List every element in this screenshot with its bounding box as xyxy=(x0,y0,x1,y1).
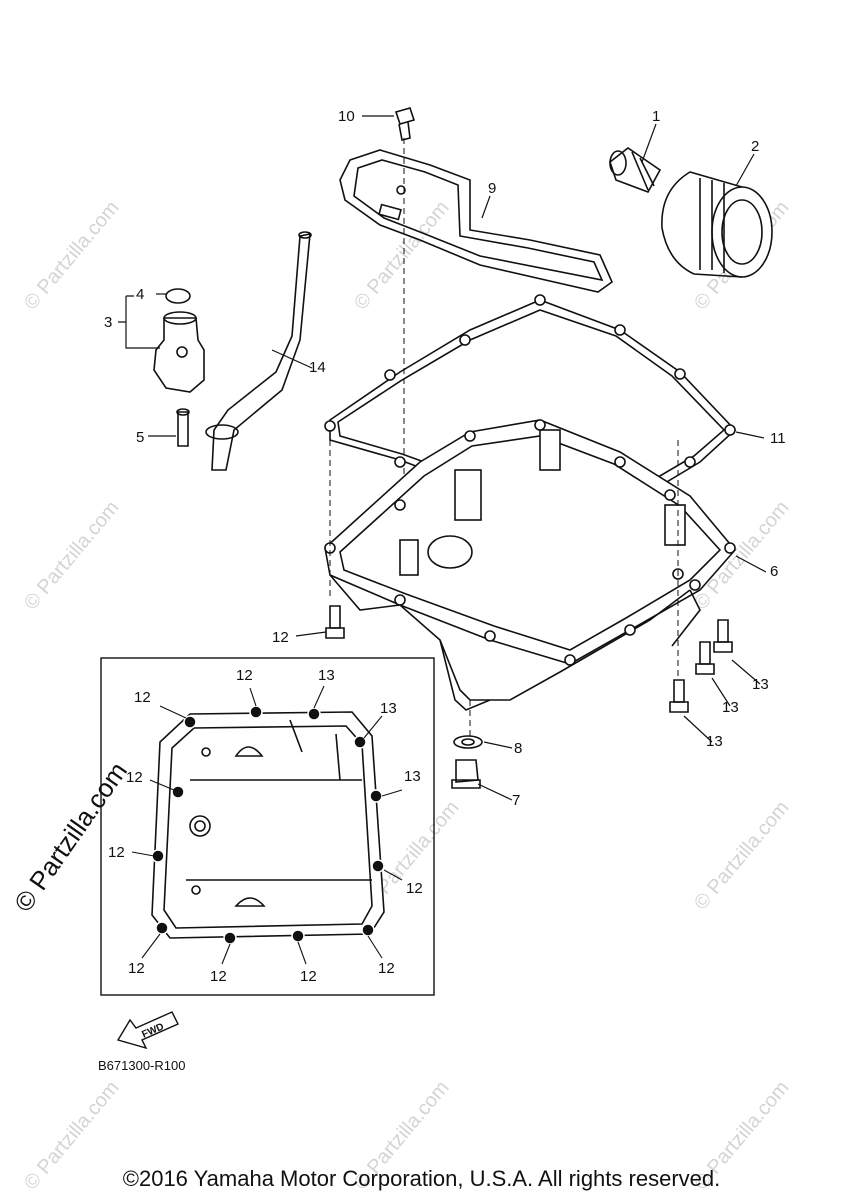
inset-callout-13-c: 13 xyxy=(404,768,421,785)
leader-lines xyxy=(118,115,767,801)
callout-13-b: 13 xyxy=(722,699,739,716)
callout-10: 10 xyxy=(338,108,355,125)
copyright-footer: ©2016 Yamaha Motor Corporation, U.S.A. A… xyxy=(122,1166,721,1191)
inset-callout-12-d: 12 xyxy=(108,844,125,861)
callout-14: 14 xyxy=(309,359,326,376)
callout-11: 11 xyxy=(770,430,786,447)
inset-callout-12-a: 12 xyxy=(236,667,253,684)
oil-strainer-assembly xyxy=(153,288,205,447)
drain-gasket xyxy=(453,735,483,749)
inset-pan-outline xyxy=(151,711,385,939)
inset-leaders xyxy=(131,685,403,965)
bolt-12-exploded xyxy=(325,605,345,639)
inset-callout-13-a: 13 xyxy=(318,667,335,684)
callout-1: 1 xyxy=(652,108,661,125)
oil-filter-union-bolt xyxy=(609,147,662,193)
callout-8: 8 xyxy=(514,740,523,757)
callout-12-main: 12 xyxy=(272,629,289,646)
inset-callout-12-h: 12 xyxy=(300,968,317,985)
diagram-code: B671300-R100 xyxy=(98,1058,186,1073)
callout-13-c: 13 xyxy=(706,733,723,750)
fwd-arrow-icon: FWD xyxy=(116,1011,179,1050)
inset-callout-13-b: 13 xyxy=(380,700,397,717)
oil-filter xyxy=(661,171,773,278)
inset-callout-12-b: 12 xyxy=(134,689,151,706)
guide-lines xyxy=(329,430,679,740)
inset-callout-12-i: 12 xyxy=(378,960,395,977)
drain-bolt xyxy=(451,759,481,789)
callout-4: 4 xyxy=(136,286,145,303)
callout-7: 7 xyxy=(512,792,521,809)
bolt-13-set xyxy=(669,619,733,713)
inset-callout-12-c: 12 xyxy=(126,769,143,786)
callout-6: 6 xyxy=(770,563,779,580)
callout-5: 5 xyxy=(136,429,145,446)
bolt-layout-inset xyxy=(100,657,435,996)
oil-pan xyxy=(324,419,737,711)
inset-callout-12-g: 12 xyxy=(210,968,227,985)
callout-13-a: 13 xyxy=(752,676,769,693)
callout-9: 9 xyxy=(488,180,497,197)
inset-callout-12-f: 12 xyxy=(128,960,145,977)
breather-pipe xyxy=(205,231,312,471)
inset-callout-12-e: 12 xyxy=(406,880,423,897)
callout-2: 2 xyxy=(751,138,760,155)
callout-3: 3 xyxy=(104,314,113,331)
baffle-plate xyxy=(339,149,613,293)
